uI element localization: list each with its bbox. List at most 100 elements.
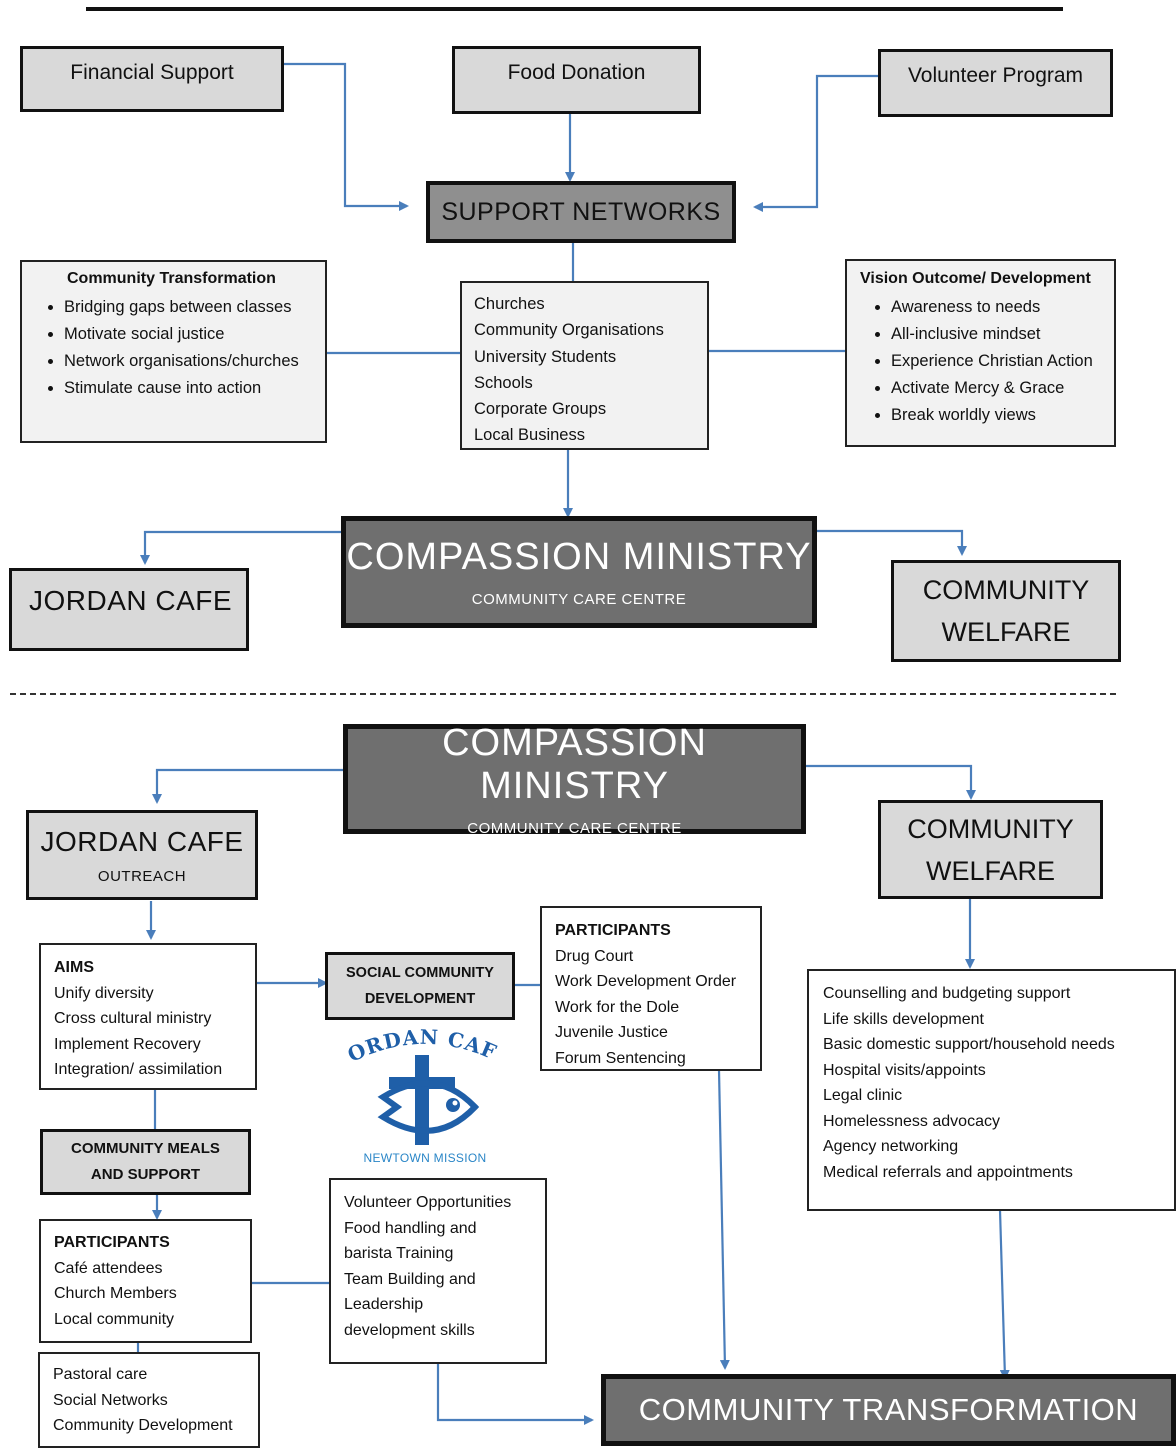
connector-participants-transformation (717, 1069, 730, 1370)
list-item: Drug Court (555, 947, 634, 965)
vision-outcome-panel: Vision Outcome/ Development Awareness to… (845, 259, 1116, 447)
list-item: Counselling and budgeting support (823, 985, 1071, 1002)
meals-line1: COMMUNITY MEALS (71, 1140, 220, 1157)
welfare-services-panel: Counselling and budgeting support Life s… (807, 969, 1176, 1211)
connector-b-to-jordan (152, 768, 345, 804)
list-item: Experience Christian Action (891, 348, 1110, 375)
community-welfare-line1: COMMUNITY (922, 575, 1090, 605)
list-item: University Students (474, 347, 617, 366)
community-transformation-list: Bridging gaps between classes Motivate s… (22, 294, 319, 402)
community-welfare-line2: WELFARE (925, 855, 1056, 886)
list-item: Community Development (53, 1417, 233, 1434)
list-item: Basic domestic support/household needs (823, 1036, 1115, 1053)
logo-subtitle: NEWTOWN MISSION (363, 1151, 487, 1165)
compassion-ministry-box-top: COMPASSION MINISTRY COMMUNITY CARE CENTR… (341, 516, 817, 628)
top-rule (86, 7, 1063, 11)
list-item: Awareness to needs (891, 294, 1110, 321)
community-transformation-label: COMMUNITY TRANSFORMATION (638, 1392, 1139, 1427)
list-item: Medical referrals and appointments (823, 1163, 1073, 1181)
section-divider (10, 693, 1116, 695)
list-item: Break worldly views (891, 402, 1110, 429)
compassion-ministry-subtitle: COMMUNITY CARE CENTRE (471, 591, 687, 608)
list-item: development skills (344, 1321, 475, 1339)
compassion-ministry-title: COMPASSION MINISTRY (442, 721, 707, 807)
compassion-ministry-title: COMPASSION MINISTRY (346, 536, 812, 578)
jordan-cafe-label: JORDAN CAFE (40, 825, 244, 857)
social-dev-line1: SOCIAL COMMUNITY (346, 965, 494, 981)
list-item: Motivate social justice (64, 321, 319, 348)
jordan-cafe-label: JORDAN CAFE (29, 585, 233, 616)
list-item: Life skills development (823, 1010, 984, 1028)
compassion-ministry-subtitle: COMMUNITY CARE CENTRE (467, 819, 682, 837)
community-welfare-box-top: COMMUNITY WELFARE (891, 560, 1121, 662)
participants-left-panel: PARTICIPANTS Café attendees Church Membe… (39, 1219, 252, 1343)
volunteer-program-box: Volunteer Program (878, 49, 1113, 117)
connector-volunteer (753, 74, 880, 212)
cross-fish-icon (377, 1055, 480, 1145)
compassion-ministry-box-bottom: COMPASSION MINISTRY COMMUNITY CARE CENTR… (343, 721, 806, 837)
list-item: Church Members (54, 1285, 177, 1302)
connector-b-to-welfare (805, 764, 976, 800)
list-item: Work Development Order (555, 973, 737, 990)
list-item: Pastoral care (53, 1366, 148, 1383)
list-item: Corporate Groups (474, 400, 607, 419)
volunteer-program-label: Volunteer Program (907, 64, 1084, 87)
list-item: Food handling and (344, 1219, 477, 1237)
community-transformation-box: COMMUNITY TRANSFORMATION (601, 1374, 1176, 1446)
vision-outcome-list: Awareness to needs All-inclusive mindset… (847, 294, 1110, 429)
list-item: Network organisations/churches (64, 348, 319, 375)
list-item: Legal clinic (823, 1087, 903, 1104)
social-community-development-box: SOCIAL COMMUNITY DEVELOPMENT (325, 952, 515, 1020)
community-welfare-box-bottom: COMMUNITY WELFARE (878, 800, 1103, 899)
support-networks-label: SUPPORT NETWORKS (441, 197, 721, 226)
list-item: Hospital visits/appoints (823, 1061, 986, 1079)
participants-title: PARTICIPANTS (54, 1234, 170, 1251)
connector-to-jordan (140, 530, 342, 565)
jordan-cafe-logo: JORDAN CAFÉ NEWTOWN MISSION (345, 1025, 505, 1170)
list-item: Stimulate cause into action (64, 375, 319, 402)
financial-support-label: Financial Support (70, 61, 234, 84)
list-item: Integration/ assimilation (54, 1061, 223, 1078)
list-item: Team Building and (344, 1270, 476, 1288)
list-item: Juvenile Justice (555, 1024, 668, 1041)
list-item: All-inclusive mindset (891, 321, 1110, 348)
networks-list-panel: Churches Community Organisations Univers… (460, 281, 709, 450)
food-donation-label: Food Donation (507, 61, 646, 84)
community-transformation-panel: Community Transformation Bridging gaps b… (20, 260, 327, 443)
list-item: Work for the Dole (555, 998, 680, 1016)
connector-to-welfare (815, 529, 967, 556)
list-item: Local community (54, 1310, 175, 1328)
jordan-cafe-box-top: JORDAN CAFE (9, 568, 249, 651)
community-meals-box: COMMUNITY MEALS AND SUPPORT (40, 1129, 251, 1195)
list-item: Bridging gaps between classes (64, 294, 319, 321)
community-transformation-title: Community Transformation (67, 270, 276, 287)
outreach-label: OUTREACH (97, 867, 187, 885)
jordan-cafe-outreach-box: JORDAN CAFE OUTREACH (26, 810, 258, 900)
aims-title: AIMS (54, 959, 94, 976)
list-item: Social Networks (53, 1391, 168, 1409)
connector-welfare-transformation (998, 1209, 1010, 1380)
social-dev-line2: DEVELOPMENT (364, 991, 476, 1007)
list-item: Homelessness advocacy (823, 1112, 1000, 1130)
connector-financial (283, 62, 409, 211)
meals-line2: AND SUPPORT (90, 1166, 201, 1183)
food-donation-box: Food Donation (452, 46, 701, 114)
list-item: Local Business (474, 426, 585, 445)
aims-panel: AIMS Unify diversity Cross cultural mini… (39, 943, 257, 1090)
list-item: barista Training (344, 1245, 454, 1262)
list-item: Implement Recovery (54, 1035, 201, 1053)
community-welfare-line1: COMMUNITY (907, 813, 1074, 844)
list-item: Churches (474, 295, 545, 313)
financial-support-box: Financial Support (20, 46, 284, 112)
participants-title: PARTICIPANTS (555, 922, 671, 939)
list-item: Community Organisations (474, 321, 664, 340)
participants-right-panel: PARTICIPANTS Drug Court Work Development… (540, 906, 762, 1071)
list-item: Schools (474, 373, 533, 392)
list-item: Volunteer Opportunities (344, 1194, 512, 1211)
support-networks-box: SUPPORT NETWORKS (426, 181, 736, 243)
community-welfare-line2: WELFARE (941, 617, 1071, 647)
connector-volunteer-transformation (436, 1363, 594, 1425)
list-item: Leadership (344, 1296, 424, 1313)
list-item: Forum Sentencing (555, 1049, 686, 1067)
